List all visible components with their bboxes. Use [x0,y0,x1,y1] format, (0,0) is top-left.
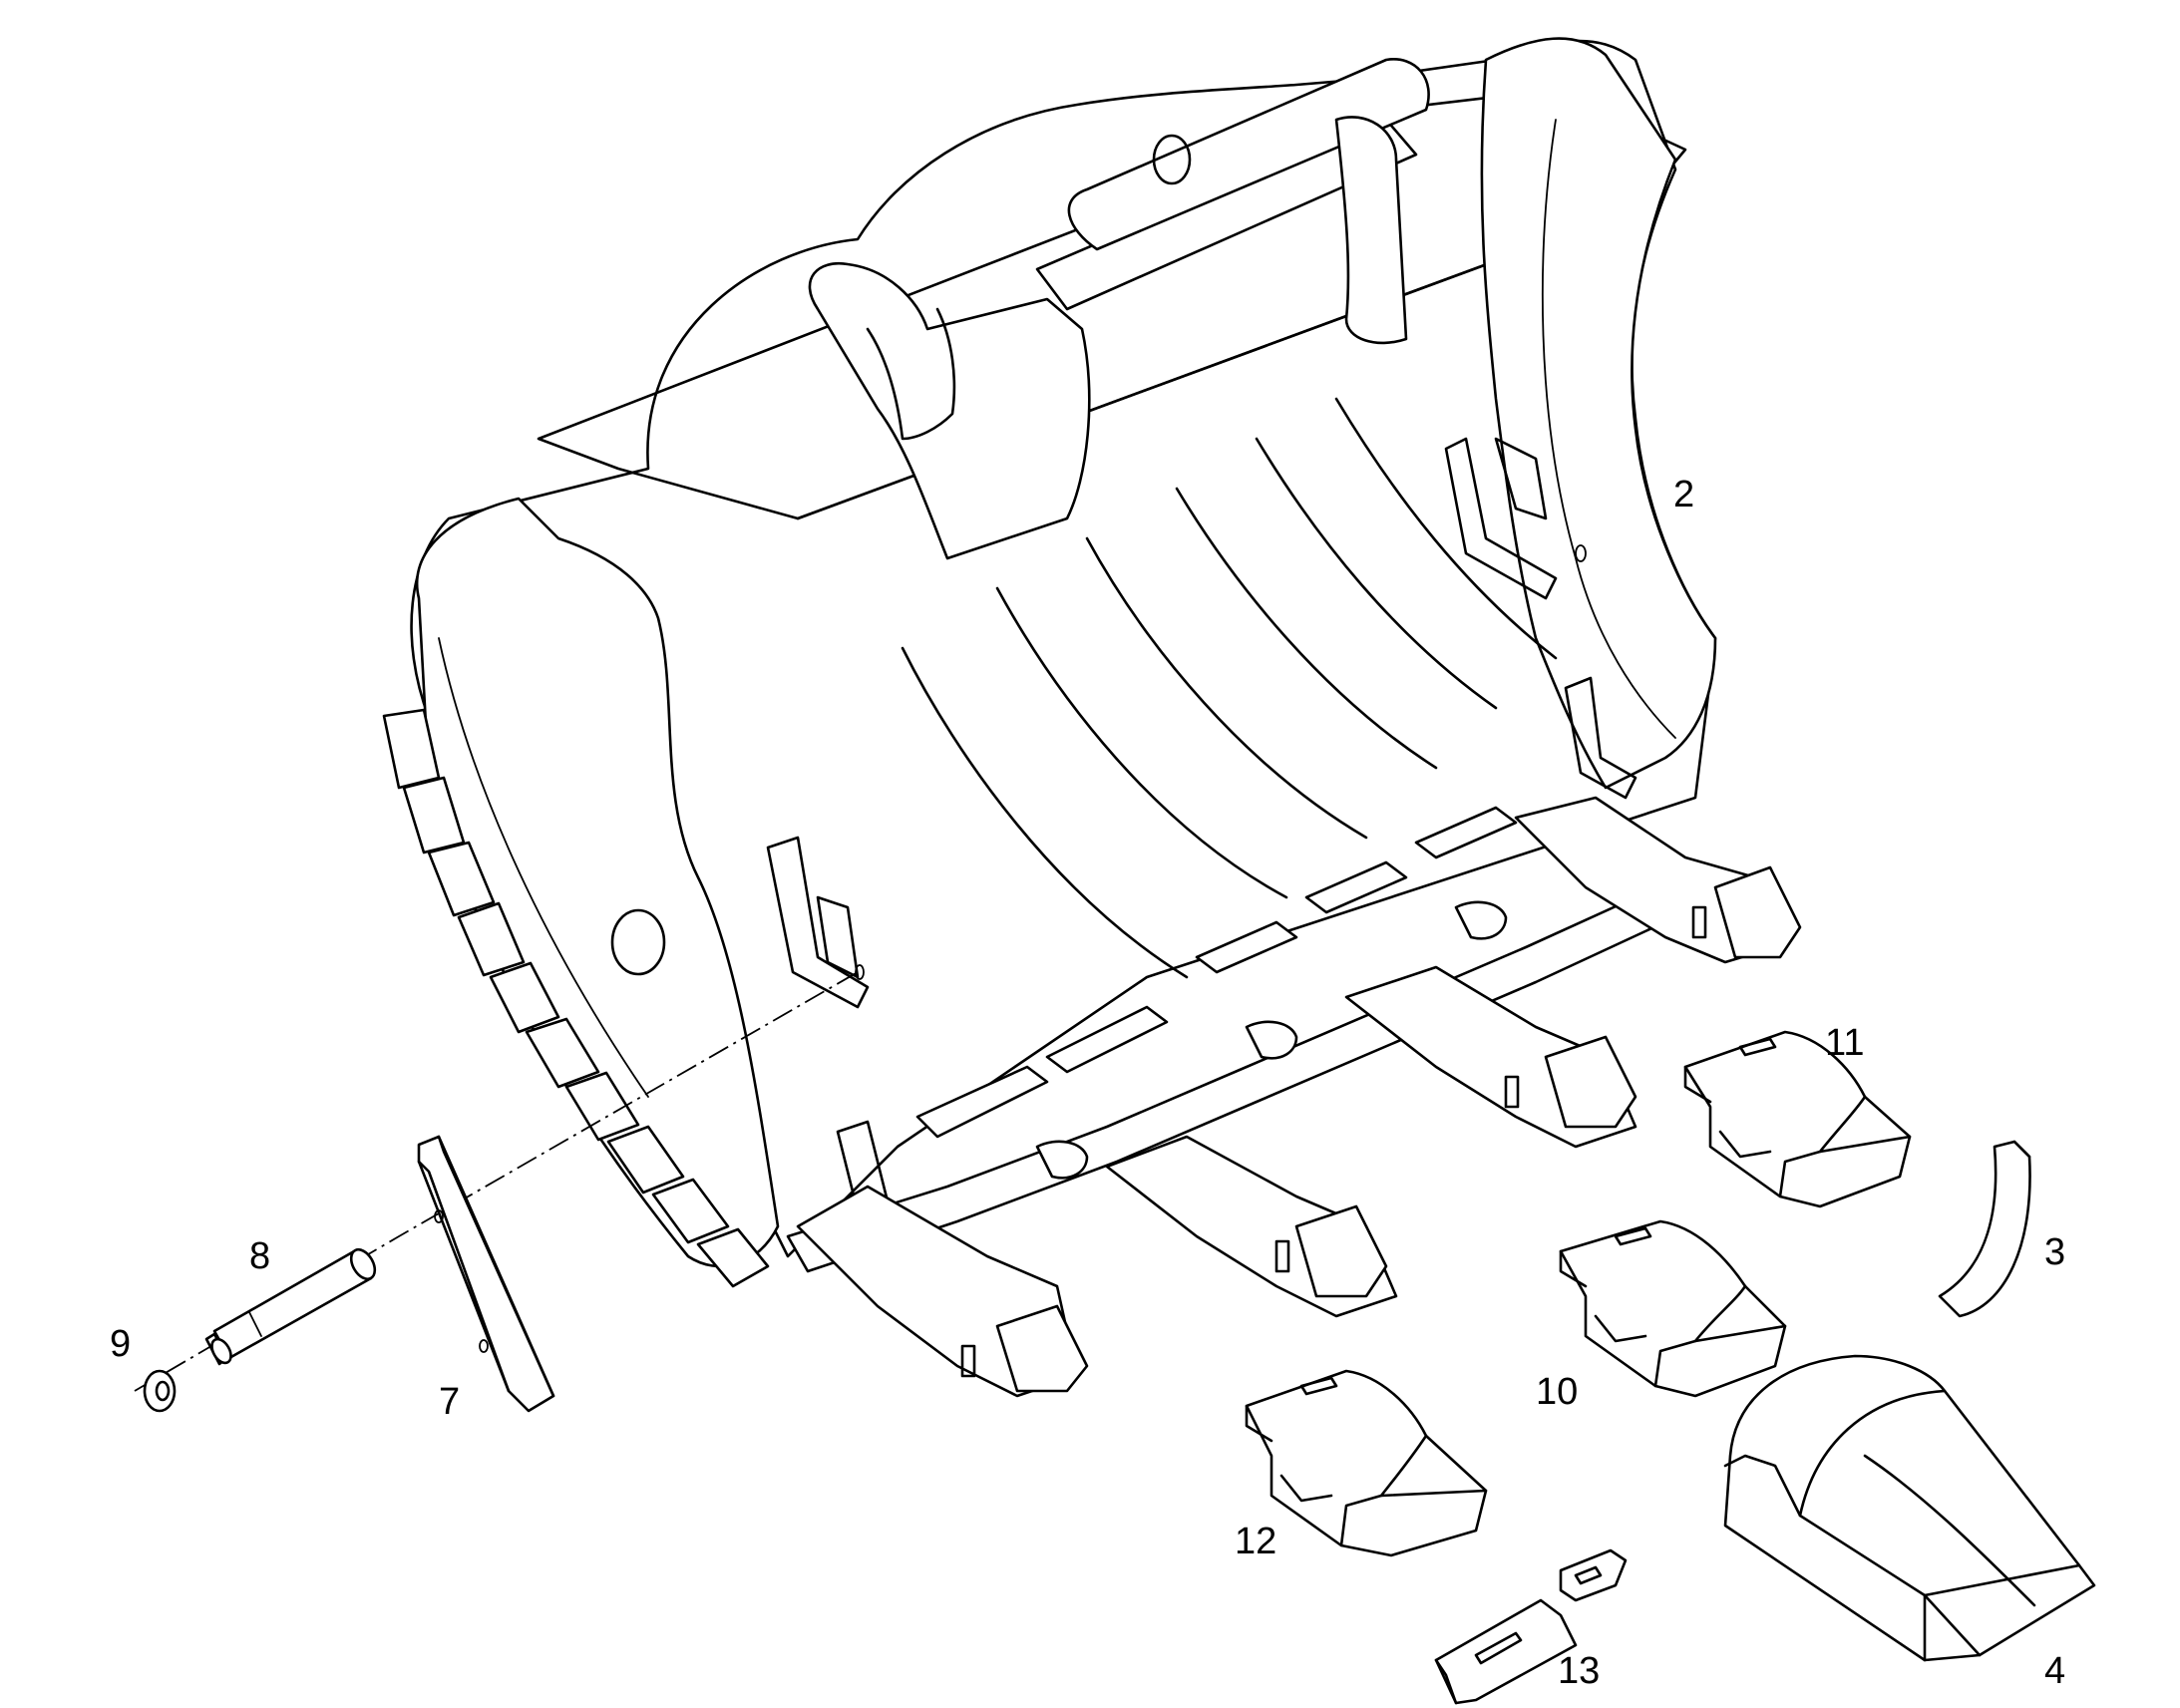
part-10-adapter [1559,1219,1787,1398]
part-8-pin [204,1247,377,1366]
callout-12: 12 [1235,1521,1276,1562]
part-7-retainer-plate [417,1135,555,1413]
callout-10: 10 [1536,1371,1578,1413]
callout-13: 13 [1558,1650,1600,1692]
callout-4: 4 [2044,1650,2065,1692]
callout-2: 2 [1673,474,1694,515]
callout-3: 3 [2044,1231,2065,1273]
part-13-lock [1434,1548,1628,1705]
callout-11: 11 [1825,1022,1864,1064]
part-3-wear-segment [1938,1140,2031,1318]
bucket-body [382,37,1802,1398]
callout-9: 9 [110,1323,131,1365]
part-4-tooth [1723,1354,2096,1662]
callout-8: 8 [249,1235,270,1277]
callout-7: 7 [439,1381,460,1423]
part-11-adapter [1683,1030,1912,1208]
part-12-adapter [1245,1369,1488,1557]
part-9-ring [143,1369,177,1413]
